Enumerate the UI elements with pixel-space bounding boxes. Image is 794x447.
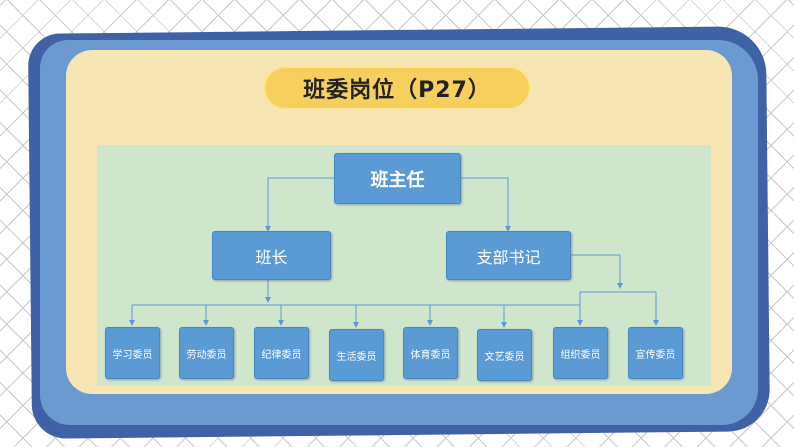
title-banner: 班委岗位（P27） bbox=[263, 66, 531, 110]
connector-secretary-branch bbox=[571, 254, 623, 289]
node-life-committee: 生活委员 bbox=[329, 329, 384, 381]
node-sports-committee: 体育委员 bbox=[403, 327, 458, 379]
node-labor-committee: 劳动委员 bbox=[179, 327, 234, 379]
node-discipline-committee: 纪律委员 bbox=[254, 327, 309, 379]
node-arts-committee: 文艺委员 bbox=[477, 329, 532, 381]
node-branch-secretary: 支部书记 bbox=[446, 231, 571, 280]
node-organization-committee: 组织委员 bbox=[553, 327, 608, 379]
node-class-monitor: 班长 bbox=[212, 231, 331, 280]
node-study-committee: 学习委员 bbox=[105, 327, 160, 379]
connector-root-to-monitor bbox=[265, 177, 334, 232]
slide-title: 班委岗位（P27） bbox=[303, 78, 491, 103]
node-head-teacher: 班主任 bbox=[334, 153, 461, 204]
connector-root-to-secretary bbox=[461, 177, 511, 232]
node-publicity-committee: 宣传委员 bbox=[628, 327, 683, 379]
